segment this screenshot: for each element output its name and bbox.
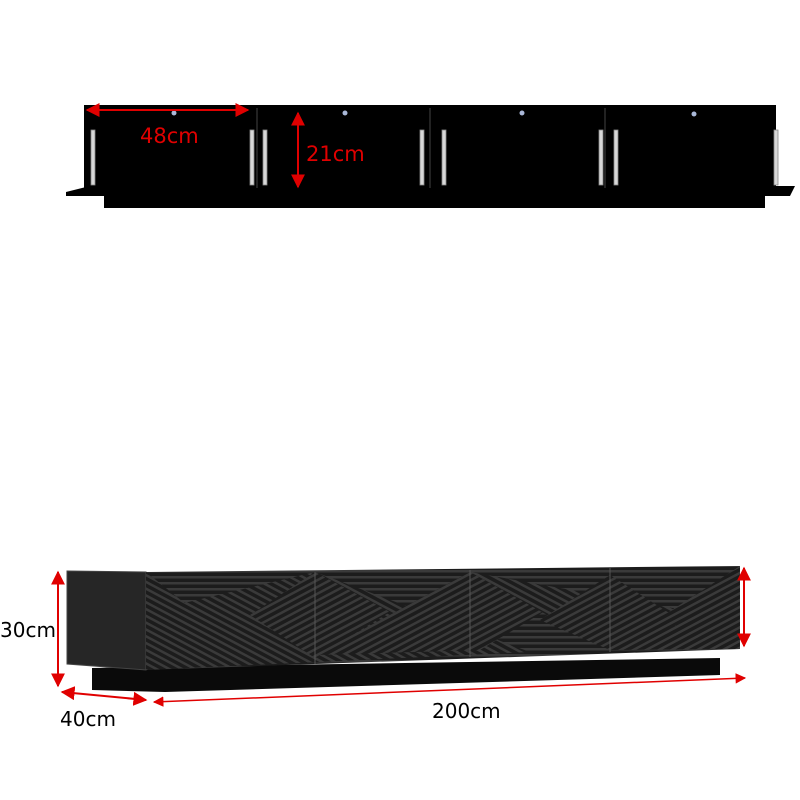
stand-depth-label: 40cm bbox=[60, 707, 116, 731]
tv-stand-side bbox=[66, 570, 147, 671]
depth-dimension-arrow bbox=[60, 686, 148, 706]
wall-cabinet: 48cm 21cm bbox=[66, 103, 795, 208]
gas-strut-icon bbox=[90, 129, 779, 186]
width-dimension-arrow bbox=[152, 673, 747, 707]
cabinet-height-label: 21cm bbox=[306, 142, 365, 166]
stand-width-label: 200cm bbox=[432, 699, 501, 723]
cabinet-width-label: 48cm bbox=[140, 124, 199, 148]
stand-height-label: 30cm bbox=[0, 618, 56, 642]
cabinet-flap bbox=[66, 186, 795, 208]
tv-stand: 30cm 40cm 200cm bbox=[0, 566, 751, 731]
